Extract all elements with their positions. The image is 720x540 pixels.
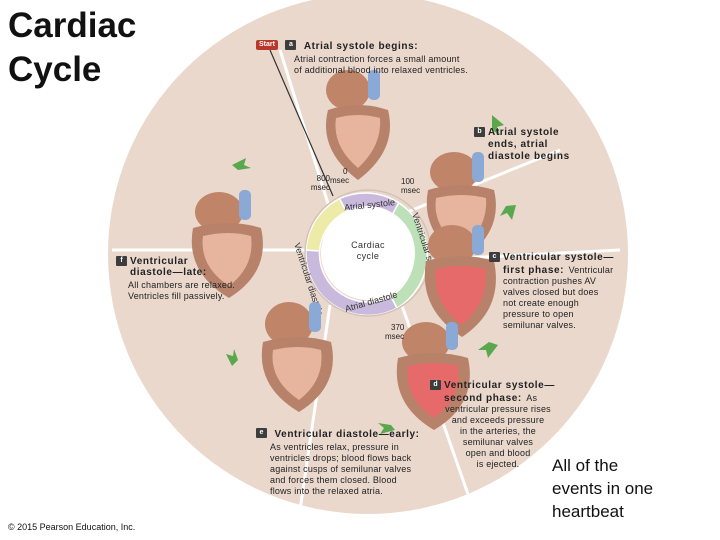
ring-center [321,206,415,300]
arrow-f-a-icon [232,158,251,170]
phase-c-desc-line-2: valves closed but does [503,287,599,297]
phase-f-title: Ventricular diastole—late: [130,256,207,278]
heart-c-icon [424,225,496,337]
divider-right-top [399,148,561,217]
caption-line-2: events in one [552,479,654,498]
phase-e-desc-line-2: ventricles drops; blood flows back [270,453,412,463]
copyright: © 2015 Pearson Education, Inc. [8,522,136,532]
phase-a-desc-line-2: of additional blood into relaxed ventric… [294,65,468,75]
phase-d-desc-line-4: semilunar valves [462,437,534,447]
time-370: 370 msec [385,323,404,341]
start-badge: Start [256,39,278,50]
heart-d-icon [396,322,470,430]
phase-c-desc-line-1: contraction pushes AV [503,276,597,286]
time-800-value: 800 [316,174,330,183]
phase-b: b Atrial systole ends, atrial diastole b… [474,127,584,163]
time-800: 800 msec [306,174,330,192]
phase-d-desc-line-5: open and blood [465,448,531,458]
time-370-value: 370 [391,323,405,332]
heart-e-icon [261,302,333,412]
phase-d-title-line-1: Ventricular systole— [444,380,555,391]
phase-e-desc-line-4: and forces them closed. Blood [270,475,397,485]
cycle-arrows [226,115,516,434]
phase-b-letter: b [474,127,485,137]
phase-f-desc: All chambers are relaxed. Ventricles fil… [116,280,256,302]
title-line-2: Cycle [8,50,102,89]
start-pointer-line [269,49,334,197]
time-0-value: 0 [343,167,348,176]
center-label-line-1: Cardiac [351,240,385,250]
phase-d-letter: d [430,380,441,390]
phase-c-desc-line-4: pressure to open [503,309,574,319]
phase-e-letter: e [256,427,267,438]
heart-f-icon [191,190,263,298]
center-label: Cardiac cycle [334,240,402,262]
phase-c-desc: contraction pushes AV valves closed but … [489,276,619,331]
phase-f-title-line-2: diastole—late: [130,267,207,278]
phase-f-title-line-1: Ventricular [130,256,189,267]
phase-b-title-line-1: Atrial systole [488,127,560,138]
phase-e-title: Ventricular diastole—early: [274,429,420,440]
phase-d-desc-line-2: and exceeds pressure [451,415,545,425]
phase-f: f Ventricular diastole—late: All chamber… [116,256,256,302]
phase-d-title-line-2: second phase: [444,393,522,404]
phase-d-desc-line-1: ventricular pressure rises [445,404,551,414]
phase-f-letter: f [116,256,127,266]
phase-e-desc-line-1: As ventricles relax, pressure in [270,442,399,452]
phase-c-desc-line-3: not create enough [503,298,579,308]
phase-e: e Ventricular diastole—early: As ventric… [256,424,436,497]
phase-a-letter: a [285,39,297,50]
phase-c-title-line-1: Ventricular systole— [503,252,614,263]
phase-c-title-line-2: first phase: [503,265,565,276]
phase-d-desc-line-3: in the arteries, the [459,426,537,436]
phase-c-desc-line-5: semilunar valves. [503,320,576,330]
phase-d-desc-inline: As [526,393,538,403]
page-title: Cardiac Cycle [8,4,136,92]
phase-d-desc: ventricular pressure rises and exceeds p… [430,404,556,470]
phase-a-desc-line-1: Atrial contraction forces a small amount [294,54,460,64]
time-100: 100 msec [401,177,420,195]
arrow-a-b-icon [492,115,504,135]
ring-ventricular-diastole [305,197,348,252]
arrow-c-d-icon [478,342,498,358]
phase-e-desc-line-3: against cusps of semilunar valves [270,464,412,474]
heart-a-icon [326,70,390,180]
phase-c-desc-inline: Ventricular [568,265,614,275]
caption: All of the events in one heartbeat [552,454,653,523]
arrow-b-c-icon [500,205,516,220]
time-370-unit: msec [385,332,405,341]
time-0: 0 msec [330,167,349,185]
title-line-1: Cardiac [8,6,137,45]
phase-b-title: Atrial systole ends, atrial diastole beg… [488,127,570,163]
phase-b-title-line-2: ends, atrial [488,139,548,150]
phase-f-desc-line-2: Ventricles fill passively. [128,291,225,301]
caption-line-1: All of the [552,456,619,475]
divider-bottom-left [298,304,332,511]
time-100-unit: msec [401,186,421,195]
phase-e-desc: As ventricles relax, pressure in ventric… [256,442,436,497]
caption-line-3: heartbeat [552,502,624,521]
phase-d-desc-line-6: is ejected. [476,459,520,469]
time-100-value: 100 [401,177,415,186]
phase-d: d Ventricular systole— second phase: As … [430,380,560,470]
phase-a-desc: Atrial contraction forces a small amount… [256,54,496,76]
center-label-line-2: cycle [356,251,380,261]
time-0-unit: msec [330,176,350,185]
phase-f-desc-line-1: All chambers are relaxed. [128,280,236,290]
arrow-d-e-icon [378,423,395,434]
phase-b-title-line-3: diastole begins [488,151,570,162]
phase-e-desc-line-5: flows into the relaxed atria. [270,486,383,496]
phase-a-title: Atrial systole begins: [303,41,419,52]
phase-c: c Ventricular systole— first phase: Vent… [489,252,619,331]
phase-c-letter: c [489,252,500,262]
phase-a: Start a Atrial systole begins: Atrial co… [256,36,496,76]
arrow-e-f-icon [226,349,238,366]
time-800-unit: msec [310,183,330,192]
